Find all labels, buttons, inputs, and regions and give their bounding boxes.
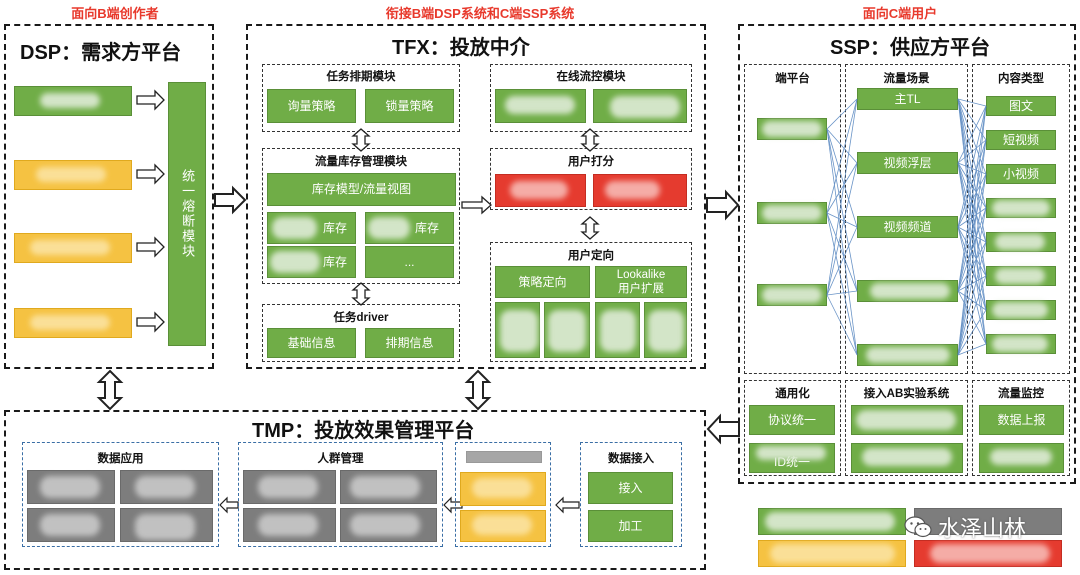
wechat-icon xyxy=(904,516,932,538)
user-target-title: 用户定向 xyxy=(568,250,614,262)
inventory-cell-1-label: 库存 xyxy=(322,220,347,235)
schedule-info: 排期信息 xyxy=(365,328,454,358)
ingest-access: 接入 xyxy=(588,472,673,504)
arrow-yellow-crowd xyxy=(443,496,463,514)
type-col-title: 内容类型 xyxy=(998,73,1044,85)
general-title: 通用化 xyxy=(775,388,810,400)
dsp-arrows xyxy=(136,89,165,333)
crowd-management-title: 人群管理 xyxy=(317,453,364,465)
tfx-title: TFX：投放中介 xyxy=(392,37,530,59)
platform-col-title: 端平台 xyxy=(775,73,810,85)
inventory-title: 流量库存管理模块 xyxy=(315,156,407,168)
arrow-crowd-app xyxy=(219,496,239,514)
arrow-ssp-tmp xyxy=(706,413,740,445)
label-bridge: 衔接B端DSP系统和C端SSP系统 xyxy=(385,6,575,21)
legend-gray xyxy=(914,508,1062,535)
dsp-title: DSP：需求方平台 xyxy=(20,42,182,64)
tmp-title: TMP：投放效果管理平台 xyxy=(252,420,475,442)
ingest-process: 加工 xyxy=(588,510,673,542)
type-col xyxy=(972,64,1070,374)
data-report: 数据上报 xyxy=(979,405,1064,435)
scene-col xyxy=(845,64,968,374)
arrow-tfx-tmp xyxy=(464,369,492,411)
ab-title: 接入AB实验系统 xyxy=(863,388,950,400)
label-b-creators: 面向B端创作者 xyxy=(71,6,159,21)
inventory-model: 库存模型/流量视图 xyxy=(267,173,456,206)
user-target-module xyxy=(490,242,692,362)
type-article: 图文 xyxy=(986,96,1056,116)
ssp-title: SSP：供应方平台 xyxy=(830,37,991,59)
basic-info: 基础信息 xyxy=(267,328,356,358)
arrow-ingest-yellow xyxy=(555,496,580,514)
label-c-users: 面向C端用户 xyxy=(862,6,938,21)
inventory-cell-3-label: 库存 xyxy=(322,254,347,269)
arrow-sched-inv xyxy=(351,128,371,152)
query-strategy: 询量策略 xyxy=(267,89,356,123)
inventory-cell-2-label: 库存 xyxy=(414,220,439,235)
protocol-unify: 协议统一 xyxy=(749,405,835,435)
lock-strategy: 锁量策略 xyxy=(365,89,454,123)
arrow-dsp-tfx xyxy=(214,185,247,215)
fuse-module: 统一熔断模块 xyxy=(168,82,206,346)
monitor-module xyxy=(972,380,1070,476)
scene-main-tl: 主TL xyxy=(857,88,958,110)
type-short-video: 短视频 xyxy=(986,130,1056,150)
user-score-title: 用户打分 xyxy=(568,156,614,168)
tmp-panel xyxy=(4,410,706,570)
lookalike-expansion: Lookalike 用户扩展 xyxy=(595,266,687,298)
data-application-title: 数据应用 xyxy=(97,453,144,465)
arrow-flow-score xyxy=(580,128,600,152)
data-ingestion-title: 数据接入 xyxy=(608,453,654,465)
type-mini-video: 小视频 xyxy=(986,164,1056,184)
arrow-dsp-tmp xyxy=(96,369,124,411)
dsp-panel xyxy=(4,24,214,369)
watermark: 水泽山林 xyxy=(904,510,1054,544)
tfx-panel xyxy=(246,24,706,369)
data-ingestion xyxy=(580,442,682,547)
driver-title: 任务driver xyxy=(333,312,389,324)
inventory-more: ... xyxy=(365,246,454,278)
scene-video-overlay: 视频浮层 xyxy=(857,152,958,174)
processing-block xyxy=(455,442,551,547)
general-module xyxy=(744,380,841,476)
processing-header xyxy=(466,451,542,463)
scene-video-channel: 视频频道 xyxy=(857,216,958,238)
schedule-title: 任务排期模块 xyxy=(326,71,396,83)
ssp-panel xyxy=(738,24,1076,484)
flow-control-title: 在线流控模块 xyxy=(556,71,626,83)
scene-col-title: 流量场景 xyxy=(883,73,930,85)
monitor-title: 流量监控 xyxy=(998,388,1044,400)
data-application xyxy=(22,442,219,547)
arrow-score-target xyxy=(580,216,600,240)
arrow-inv-score xyxy=(461,195,492,215)
watermark-text: 水泽山林 xyxy=(938,517,1027,542)
fuse-label: 统一熔断模块 xyxy=(180,169,196,259)
crowd-management xyxy=(238,442,443,547)
ab-module xyxy=(845,380,968,476)
arrow-tfx-ssp xyxy=(706,189,740,221)
arrow-inv-driver xyxy=(351,282,371,306)
strategy-targeting: 策略定向 xyxy=(495,266,590,298)
